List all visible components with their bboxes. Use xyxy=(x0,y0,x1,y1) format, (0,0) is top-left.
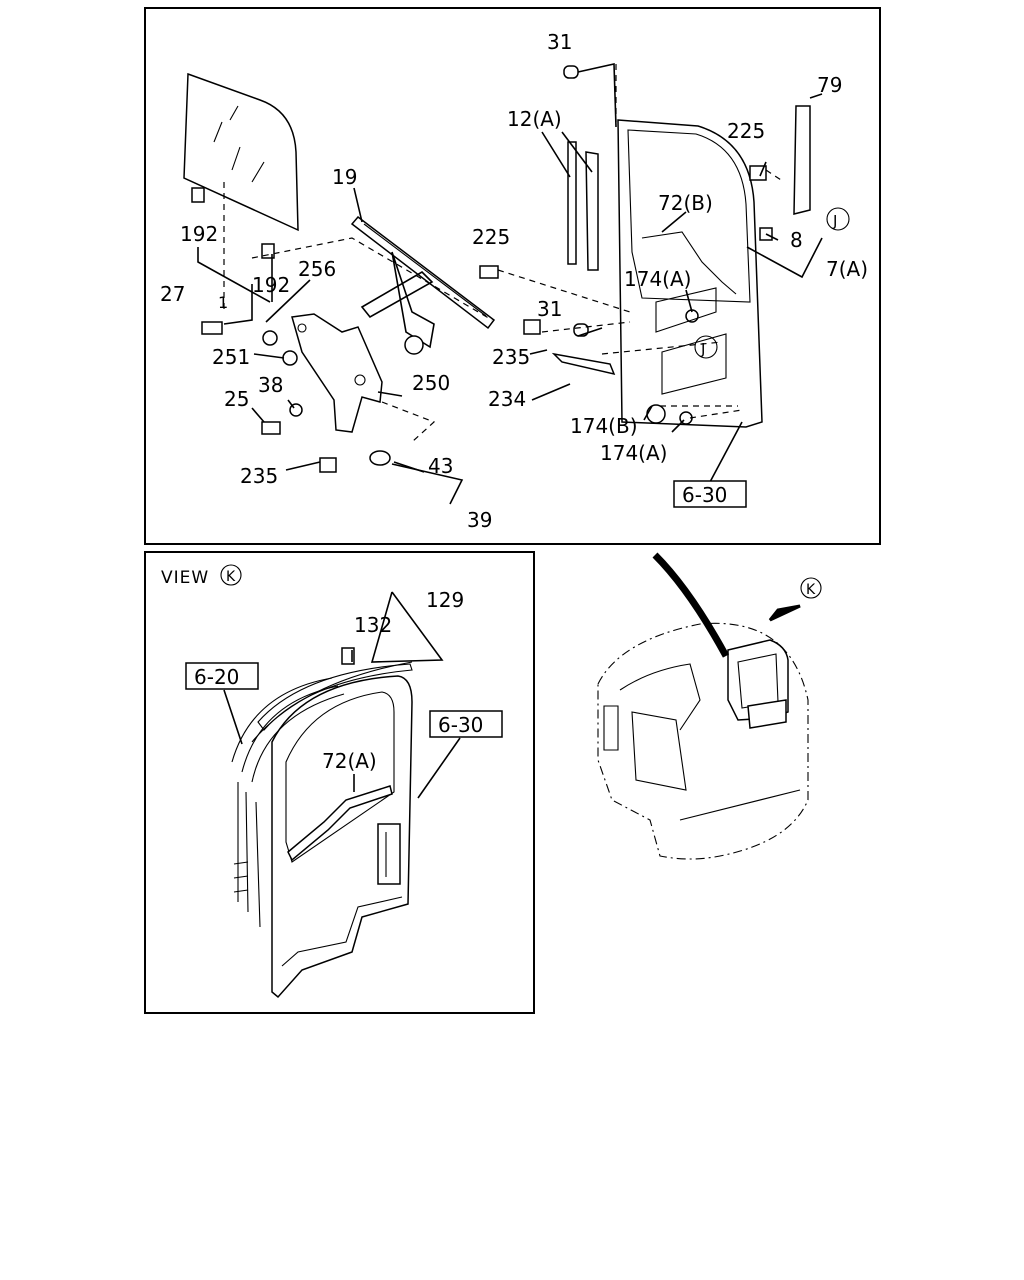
label-250: 250 xyxy=(412,371,450,395)
label-25: 25 xyxy=(224,387,249,411)
label-31-mid: 31 xyxy=(537,297,562,321)
main-diagram-panel: J J 31 79 12(A) 225 19 72(B) 192 8 225 7… xyxy=(144,7,881,545)
assembly-lines xyxy=(223,64,785,443)
label-19: 19 xyxy=(332,165,357,189)
bolt-132 xyxy=(341,647,355,665)
label-234: 234 xyxy=(488,387,526,411)
ref-j-upper: J xyxy=(832,212,837,230)
label-6-30-main: 6-30 xyxy=(682,483,727,507)
label-72a: 72(A) xyxy=(322,749,377,773)
view-direction-arrow xyxy=(768,604,801,622)
label-192-a: 192 xyxy=(180,222,218,246)
view-k-circle xyxy=(220,564,242,586)
label-256: 256 xyxy=(298,257,336,281)
label-8: 8 xyxy=(790,228,803,252)
label-235-bot: 235 xyxy=(240,464,278,488)
label-235-mid: 235 xyxy=(492,345,530,369)
ref-box-6-30-main xyxy=(673,480,747,508)
view-k-letter: K xyxy=(226,569,236,585)
cab-k-circle xyxy=(800,577,822,599)
cab-k-letter: K xyxy=(806,582,816,598)
label-43: 43 xyxy=(428,454,453,478)
glass-run-channel xyxy=(567,141,599,271)
label-7a: 7(A) xyxy=(826,257,868,281)
leader-lines xyxy=(197,63,823,505)
regulator-bracket xyxy=(291,313,383,433)
ref-j-lower-circle xyxy=(694,335,718,359)
label-6-20: 6-20 xyxy=(194,665,239,689)
label-39: 39 xyxy=(467,508,492,532)
label-38: 38 xyxy=(258,373,283,397)
view-title: VIEW xyxy=(161,568,209,588)
label-12a: 12(A) xyxy=(507,107,562,131)
label-192-b: 192 xyxy=(252,273,290,297)
door-glass xyxy=(183,72,299,232)
view-leader-lines xyxy=(223,591,461,799)
label-174a-bot: 174(A) xyxy=(600,441,667,465)
label-129: 129 xyxy=(426,588,464,612)
label-31-top: 31 xyxy=(547,30,572,54)
label-79: 79 xyxy=(817,73,842,97)
label-132: 132 xyxy=(354,613,392,637)
cab-body xyxy=(597,622,809,860)
main-diagram-svg: J J 31 79 12(A) 225 19 72(B) 192 8 225 7… xyxy=(160,30,868,532)
view-k-panel: VIEW K 129 132 6-20 6-30 72(A) xyxy=(144,551,535,1014)
rear-channel xyxy=(793,105,811,215)
ref-box-6-30-view xyxy=(429,710,503,738)
label-225-top: 225 xyxy=(727,119,765,143)
weatherstrip-129 xyxy=(257,663,413,731)
door-outer-view xyxy=(271,675,413,999)
pointer-arc xyxy=(652,552,730,658)
ref-box-6-20 xyxy=(185,662,259,690)
stopper-bracket xyxy=(551,352,616,376)
label-27: 27 xyxy=(160,282,185,306)
label-174b: 174(B) xyxy=(570,414,638,438)
hole-region xyxy=(655,287,717,333)
label-6-30-view: 6-30 xyxy=(438,713,483,737)
view-k-svg: VIEW K 129 132 6-20 6-30 72(A) xyxy=(161,564,503,999)
label-1: 1 xyxy=(218,293,228,312)
label-251: 251 xyxy=(212,345,250,369)
label-174a-top: 174(A) xyxy=(624,267,691,291)
ref-j-lower: J xyxy=(700,340,705,358)
label-225-mid: 225 xyxy=(472,225,510,249)
ref-j-upper-circle xyxy=(826,207,850,231)
label-72b: 72(B) xyxy=(658,191,713,215)
hole-region-lower xyxy=(661,333,727,395)
